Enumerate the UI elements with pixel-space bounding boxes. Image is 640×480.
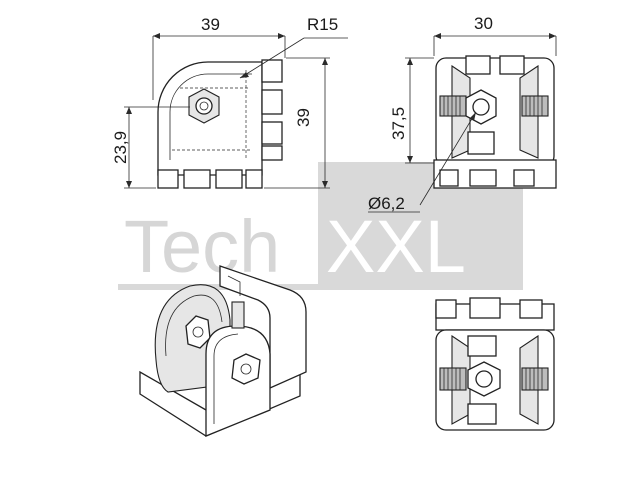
dim-front-width: 39 <box>201 15 220 34</box>
bottom-view-bolt-hole <box>475 370 493 388</box>
front-view-bolt-hole <box>195 97 213 115</box>
side-view-threads <box>439 95 549 117</box>
side-view-bolt-hole <box>472 98 490 116</box>
dim-side-width: 30 <box>474 14 493 33</box>
front-view-dimensions: 39 R15 39 23,9 <box>111 15 348 189</box>
bottom-view-threads <box>439 367 549 391</box>
dim-front-height: 39 <box>294 108 313 127</box>
dim-radius: R15 <box>307 15 338 34</box>
front-view <box>157 59 283 189</box>
bottom-view <box>435 297 555 431</box>
isometric-view <box>139 265 307 437</box>
watermark-text-right: XXL <box>326 205 466 288</box>
dim-hole-diameter: Ø6,2 <box>368 194 405 213</box>
front-view-side-slots <box>261 59 283 161</box>
watermark-text-left: Tech <box>124 205 280 288</box>
side-view <box>433 55 557 189</box>
front-view-hub <box>169 73 252 160</box>
iso-left-hex-nut <box>185 315 211 349</box>
front-view-base-slots <box>157 169 263 189</box>
dim-hole-height: 23,9 <box>111 131 130 164</box>
side-view-dimensions: 30 37,5 Ø6,2 <box>368 14 557 213</box>
dim-side-height: 37,5 <box>389 107 408 140</box>
front-view-hidden-lines <box>172 70 250 160</box>
iso-front-hex-nut <box>231 353 261 385</box>
